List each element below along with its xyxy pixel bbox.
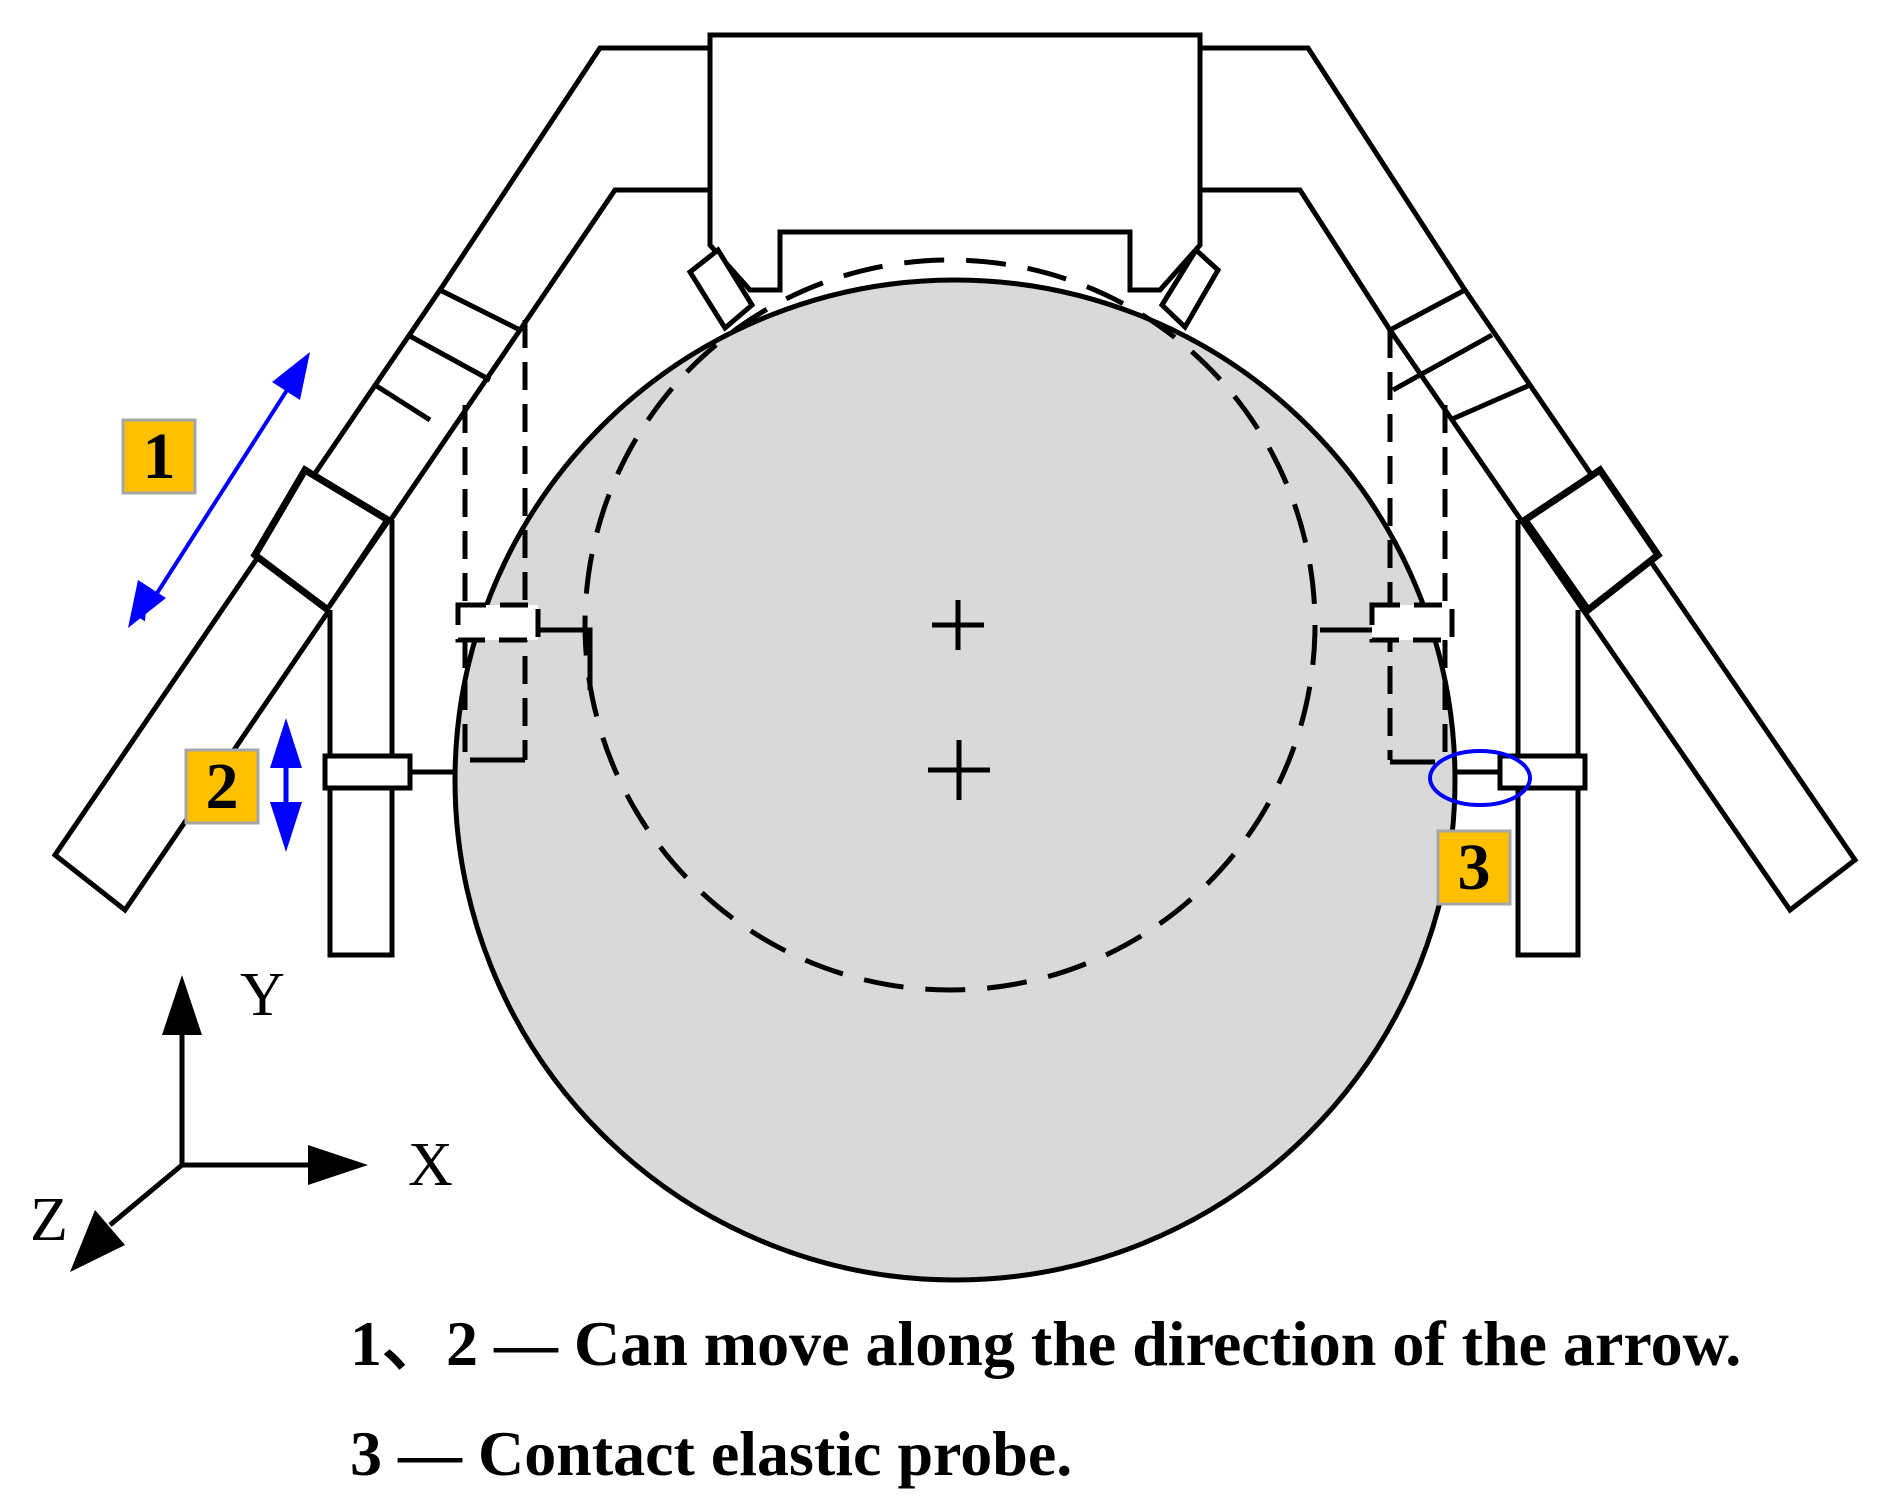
right-dashed-slider <box>1369 330 1455 760</box>
axis-y-label: Y <box>240 961 285 1029</box>
label-2-text: 2 <box>206 750 239 823</box>
arrow-1-head-top <box>272 352 310 400</box>
label-box-1: 1 <box>121 418 197 495</box>
reference-circle-dashed <box>582 257 1318 993</box>
arrow-1-head-bottom <box>128 580 166 628</box>
caption-line-2: 3 — Contact elastic probe. <box>350 1418 1072 1489</box>
center-mark-lower <box>928 740 990 800</box>
label-3-text: 3 <box>1458 831 1491 904</box>
probe-highlight-ellipse <box>1428 749 1532 807</box>
right-vertical-column <box>1455 520 1588 958</box>
arrow-2-head-top <box>270 718 302 768</box>
label-1-text: 1 <box>143 420 176 493</box>
left-vertical-column <box>322 520 455 958</box>
arrow-2-head-bottom <box>270 802 302 852</box>
label-box-3: 3 <box>1436 829 1512 906</box>
top-corner-blocks <box>686 246 1222 332</box>
axis-x-label: X <box>408 1131 453 1199</box>
axis-z-label: Z <box>30 1186 68 1254</box>
coordinate-axes <box>70 975 368 1272</box>
movement-arrow-1 <box>136 360 307 622</box>
label-box-2: 2 <box>184 748 260 825</box>
left-probe-arm <box>470 627 593 763</box>
workpiece-circle <box>452 277 1458 1283</box>
caption-line-1: 1、2 — Can move along the direction of th… <box>350 1308 1741 1379</box>
right-inclined-arm <box>1386 286 1859 914</box>
frame-lines <box>437 45 1468 332</box>
left-dashed-slider <box>455 320 541 760</box>
top-housing <box>707 32 1203 293</box>
center-mark-upper <box>932 600 984 650</box>
right-probe-arm <box>1320 627 1435 765</box>
